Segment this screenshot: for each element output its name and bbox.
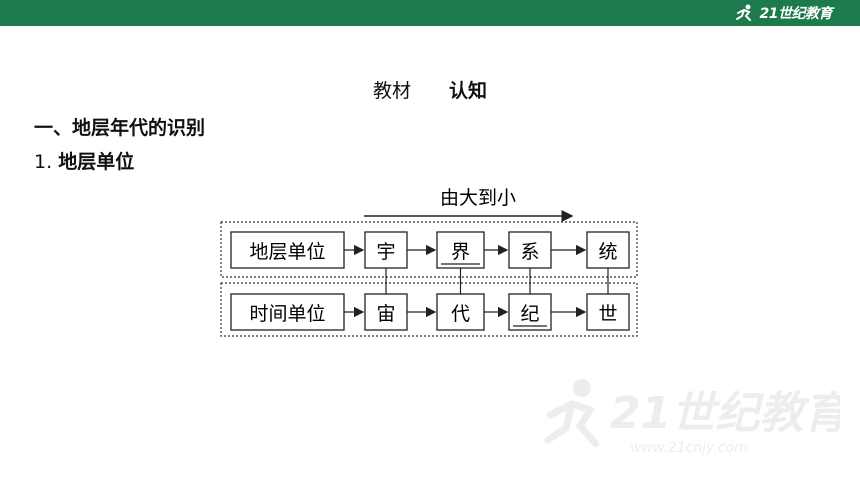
brand-logo: 21世纪教育 <box>734 3 833 23</box>
row2-unit-4: 世 <box>598 303 617 325</box>
row1-unit-3: 系 <box>520 241 539 263</box>
row2-unit-3: 纪 <box>520 303 539 325</box>
slide-title-part2: 认知 <box>449 80 488 102</box>
row1-unit-4: 统 <box>598 241 617 263</box>
watermark-logo: 21世纪教育 www.21cnjy.com <box>544 379 840 456</box>
row2-label: 时间单位 <box>249 303 325 325</box>
slide-title: 教材 认知 <box>0 76 860 103</box>
row2-label-box <box>230 293 345 331</box>
watermark-text: 21世纪教育 <box>610 388 840 439</box>
row2-dotted-border <box>220 282 638 337</box>
subsection-title: 地层单位 <box>58 151 135 173</box>
row1-unit-1: 宇 <box>376 241 395 263</box>
row2-unit-2: 代 <box>451 303 470 325</box>
subsection-heading: 1. 地层单位 <box>34 147 134 174</box>
row2-unit-box-3 <box>508 293 552 331</box>
top-banner: 21世纪教育 <box>0 0 860 26</box>
subsection-number: 1. <box>34 151 53 173</box>
row2-unit-1: 宙 <box>376 303 395 325</box>
row1-label-box <box>230 231 345 269</box>
row1-label: 地层单位 <box>249 241 325 263</box>
row2-unit-box-4 <box>586 293 630 331</box>
watermark-url: www.21cnjy.com <box>630 440 748 456</box>
section-heading: 一、地层年代的识别 <box>34 117 206 139</box>
direction-label: 由大到小 <box>440 187 516 209</box>
row2-unit-box-2 <box>436 293 485 331</box>
row1-dotted-border <box>220 221 638 278</box>
brand-name: 21世纪教育 <box>759 6 833 22</box>
runner-icon <box>735 4 751 21</box>
slide-title-part1: 教材 <box>372 80 411 102</box>
row1-unit-2: 界 <box>451 241 470 263</box>
